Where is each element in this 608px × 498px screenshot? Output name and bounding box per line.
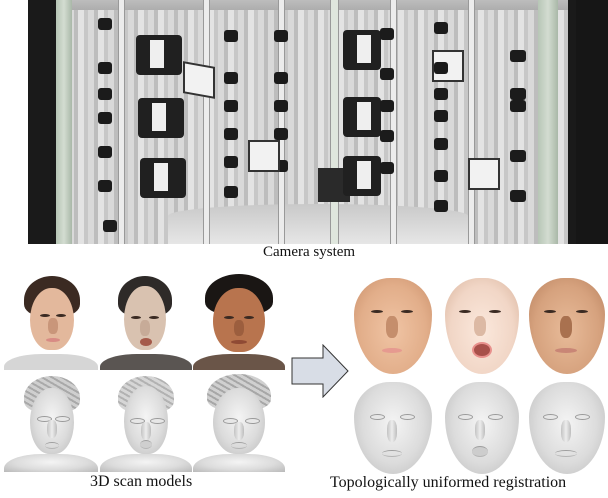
camera-icon [98,112,112,124]
scan-geometry-male-2 [193,372,285,472]
camera-icon [224,156,238,168]
camera-icon [380,68,394,80]
registration-textured-male-1 [352,268,434,378]
camera-icon [380,100,394,112]
camera-system-photo [28,0,608,244]
right-arrow-icon [291,344,349,398]
light-panel [248,140,280,172]
camera-icon [434,110,448,122]
scan-geometry-male-1 [4,372,98,472]
camera-icon [224,72,238,84]
camera-icon [274,128,288,140]
camera-icon [274,72,288,84]
camera-icon [510,190,526,202]
dslr-camera-icon [343,97,381,137]
dslr-camera-icon [138,98,184,138]
scan-geometry-female-1 [100,372,192,472]
camera-icon [98,180,112,192]
rig-pole [390,0,397,244]
registration-geometry-male-1 [352,380,434,476]
scan-textured-female-1 [100,272,192,370]
scan-textured-male-2 [193,272,285,370]
camera-icon [224,100,238,112]
rig-pole-front [330,0,339,244]
camera-icon [224,128,238,140]
caption-registration: Topologically uniformed registration [330,474,567,491]
camera-icon [98,62,112,74]
caption-3d-scan-models: 3D scan models [90,473,193,490]
camera-icon [380,162,394,174]
camera-icon [510,88,526,100]
scan-textured-male-1 [4,272,98,370]
registration-geometry-female-1 [443,380,521,476]
dslr-camera-icon [140,158,186,198]
registration-geometry-male-2 [527,380,607,476]
dslr-camera-icon [136,35,182,75]
rig-pole [468,0,475,244]
rig-pole [118,0,125,244]
camera-icon [380,130,394,142]
camera-icon [224,30,238,42]
photo-dark-edge [576,0,608,244]
light-panel [468,158,500,190]
registration-textured-male-2 [527,268,607,378]
registration-textured-female-1 [443,268,521,378]
camera-icon [434,88,448,100]
light-panel [432,50,464,82]
camera-icon [224,186,238,198]
light-panel [183,61,215,99]
camera-icon [98,146,112,158]
camera-icon [103,220,117,232]
camera-icon [98,18,112,30]
dslr-camera-icon [343,30,381,70]
rig-pole [203,0,210,244]
camera-icon [274,100,288,112]
rig-pole [278,0,285,244]
frame-edge-right [538,0,558,244]
camera-icon [274,30,288,42]
caption-camera-system: Camera system [263,244,356,260]
dslr-camera-icon [343,156,381,196]
camera-icon [434,22,448,34]
camera-icon [434,138,448,150]
camera-icon [434,62,448,74]
camera-icon [434,170,448,182]
camera-icon [510,50,526,62]
rig-floor [168,204,468,244]
camera-icon [510,150,526,162]
frame-edge-left [56,0,72,244]
camera-icon [510,100,526,112]
camera-icon [434,200,448,212]
camera-icon [380,28,394,40]
camera-icon [98,88,112,100]
